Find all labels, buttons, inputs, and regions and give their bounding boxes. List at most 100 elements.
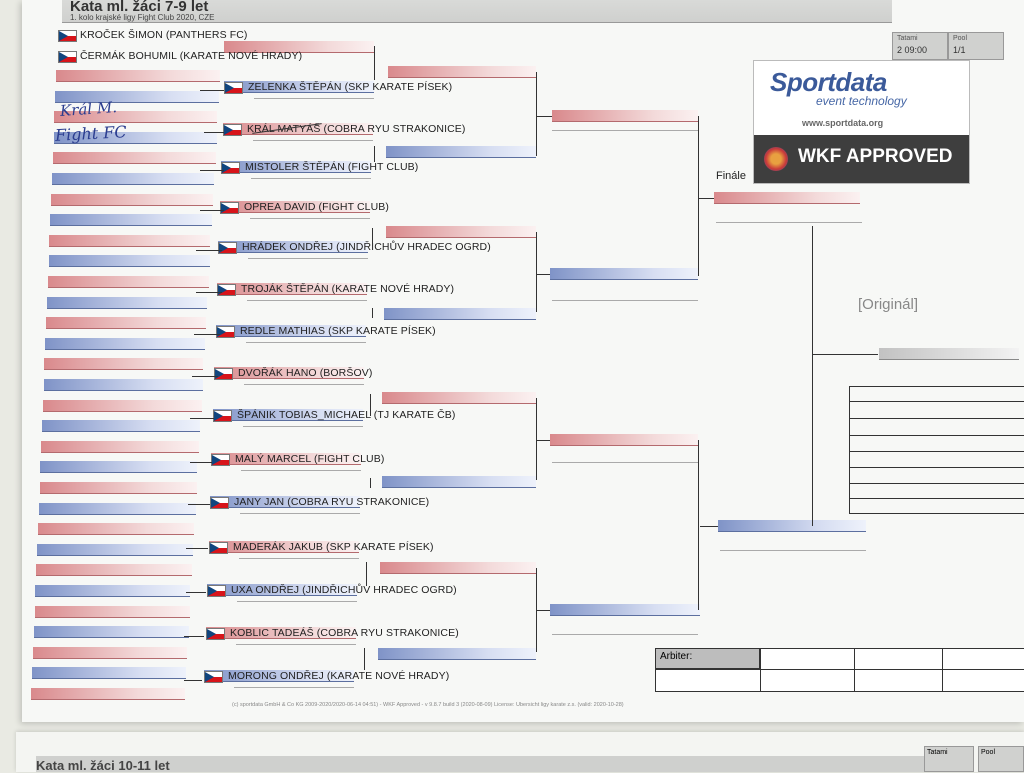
competitor-slot	[216, 325, 366, 337]
bracket-slot	[35, 605, 190, 618]
divider	[942, 649, 943, 691]
bracket-connector	[364, 648, 365, 670]
bracket-connector	[194, 334, 220, 335]
czech-flag-icon	[218, 242, 237, 254]
divider	[720, 550, 866, 551]
bracket-connector	[812, 226, 813, 526]
arbiter-label: Arbiter:	[656, 649, 760, 669]
competitor-name: TROJÁK ŠTĚPÁN (KARATE NOVÉ HRADY)	[241, 283, 455, 295]
bracket-connector	[184, 680, 202, 681]
czech-flag-icon	[210, 497, 229, 509]
divider	[253, 140, 373, 141]
pool-label: Pool	[981, 749, 996, 756]
bracket-slot	[54, 131, 217, 144]
bracket-slot	[380, 562, 536, 574]
competitor-name: MALÝ MARCEL (FIGHT CLUB)	[235, 453, 385, 465]
competitor-name: MORONG ONDŘEJ (KARATE NOVÉ HRADY)	[228, 670, 450, 682]
competitor-slot	[207, 584, 357, 596]
czech-flag-icon	[209, 542, 228, 554]
table-row-line	[850, 498, 1024, 499]
bracket-slot	[39, 502, 196, 515]
competitor-name: MISTOLER ŠTĚPÁN (FIGHT CLUB)	[245, 161, 419, 173]
competitor-name: KOBLIC TADEÁŠ (COBRA RYU STRAKONICE)	[230, 627, 459, 639]
competitor-name: KROČEK ŠIMON (PANTHERS FC)	[80, 29, 248, 41]
bracket-slot	[34, 626, 189, 639]
bracket-slot	[50, 214, 212, 227]
bracket-connector	[370, 394, 371, 416]
sportdata-logo: Sportdata event technology www.sportdata…	[753, 60, 970, 184]
bracket-slot	[56, 70, 220, 82]
bracket-slot	[55, 90, 219, 103]
bracket-slot	[31, 688, 185, 700]
competitor-name: UXA ONDŘEJ (JINDŘICHŮV HRADEC OGRD)	[231, 584, 457, 596]
bracket-slot	[384, 308, 536, 320]
czech-flag-icon	[224, 82, 243, 94]
divider	[552, 130, 698, 131]
bracket-connector	[200, 170, 224, 171]
czech-flag-icon	[58, 51, 77, 63]
next-sheet-title: Kata ml. žáci 10-11 let	[36, 758, 170, 773]
bracket-slot	[49, 255, 210, 268]
competitor-name: ZELENKA ŠTĚPÁN (SKP KARATE PÍSEK)	[248, 81, 453, 93]
bracket-slot	[382, 392, 536, 404]
divider	[552, 462, 698, 463]
page-title: Kata ml. žáci 7-9 let	[70, 0, 209, 15]
bracket-connector	[186, 548, 208, 549]
bracket-slot	[550, 604, 700, 616]
pool-value: 1/1	[953, 45, 966, 55]
bracket-connector	[190, 462, 212, 463]
winner-slot	[879, 348, 1019, 360]
competitor-name: DVOŘÁK HANO (BORŠOV)	[238, 367, 373, 379]
title-bar	[62, 0, 892, 23]
bracket-connector	[698, 116, 699, 276]
czech-flag-icon	[207, 585, 226, 597]
bracket-slot	[40, 461, 197, 474]
divider	[246, 342, 366, 343]
competitor-slot	[217, 283, 367, 295]
wkf-badge: WKF APPROVED	[754, 135, 969, 183]
final-slot-blue	[718, 520, 866, 532]
competitor-name: ŠPÁNIK TOBIAS_MICHAEL (TJ KARATE ČB)	[237, 409, 456, 421]
divider	[247, 300, 367, 301]
bracket-slot	[45, 337, 205, 350]
divider	[239, 558, 359, 559]
bracket-slot	[386, 146, 536, 158]
bracket-slot	[52, 173, 214, 185]
handwritten-note: Fight FC	[54, 122, 128, 145]
table-row-line	[850, 467, 1024, 468]
competitor-name: ČERMÁK BOHUMIL (KARATE NOVÉ HRADY)	[80, 50, 303, 62]
divider	[552, 634, 698, 635]
czech-flag-icon	[220, 202, 239, 214]
bracket-connector	[190, 418, 214, 419]
competitor-slot	[211, 453, 361, 465]
bracket-connector	[372, 308, 373, 318]
bracket-slot	[48, 276, 209, 288]
logo-brand: Sportdata	[770, 67, 887, 97]
bracket-connector	[366, 562, 367, 586]
pool-box: Pool 1/1	[948, 32, 1004, 60]
bracket-slot	[550, 268, 698, 280]
czech-flag-icon	[217, 284, 236, 296]
bracket-slot	[386, 226, 536, 238]
divider	[243, 426, 363, 427]
bracket-connector	[372, 228, 373, 246]
bracket-connector	[196, 250, 222, 251]
bracket-slot	[552, 110, 698, 122]
competitor-slot	[210, 496, 360, 508]
table-row-line	[850, 451, 1024, 452]
bracket-connector	[536, 274, 550, 275]
bracket-slot	[224, 41, 374, 53]
bracket-slot	[54, 111, 217, 124]
divider	[241, 470, 361, 471]
czech-flag-icon	[214, 368, 233, 380]
ranking-table	[849, 386, 1024, 514]
tatami-label: Tatami	[897, 35, 918, 42]
czech-flag-icon	[58, 30, 77, 42]
bracket-slot	[43, 399, 202, 412]
divider	[760, 649, 761, 691]
bracket-slot	[550, 434, 698, 446]
bracket-connector	[536, 440, 550, 441]
divider	[234, 687, 354, 688]
bracket-connector	[200, 210, 224, 211]
bracket-connector	[184, 636, 204, 637]
